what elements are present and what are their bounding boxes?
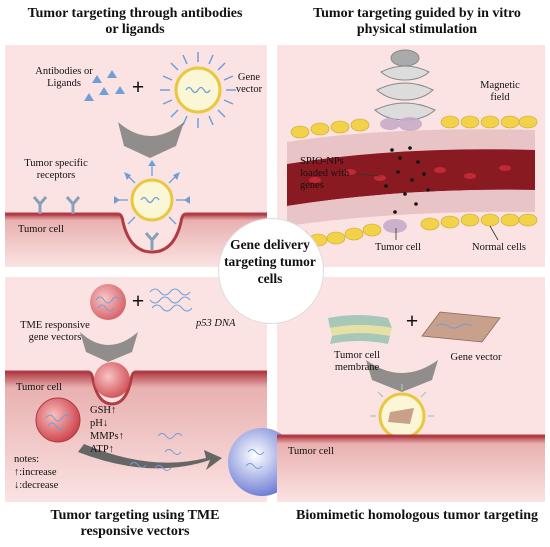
bl-endocytosed-vector-icon <box>94 362 130 398</box>
label-tumor-cell-bl: Tumor cell <box>16 382 62 393</box>
bl-release-arrow-icon <box>78 444 222 470</box>
br-gene-vector-icon <box>421 311 501 343</box>
label-spio: SPIO-NPs loaded with genes <box>300 156 350 191</box>
label-tumor-cell-br: Tumor cell <box>288 446 334 457</box>
label-p53-dna: p53 DNA <box>196 318 236 329</box>
bl-arrow-icon <box>80 332 138 362</box>
label-tme-vectors: TME responsive gene vectors <box>20 320 90 343</box>
bl-released-dna-icon <box>129 433 183 471</box>
label-antibodies: Antibodies or Ligands <box>35 66 93 89</box>
label-magnetic-field: Magnetic field <box>480 80 520 103</box>
label-gene-vector-tl: Gene vector <box>235 72 263 95</box>
bl-endosome-icon <box>35 397 81 443</box>
label-notes-decrease: ↓:decrease <box>14 480 59 491</box>
center-circle <box>218 218 324 324</box>
label-gene-vector-br: Gene vector <box>450 352 502 363</box>
title-top-right: Tumor targeting guided by in vitro physi… <box>313 6 521 37</box>
label-plus-tl: + <box>131 74 145 99</box>
tl-targeted-vector-icon <box>114 160 190 225</box>
tl-receptor-icons <box>32 196 160 250</box>
title-bottom-left: Tumor targeting using TME responsive vec… <box>50 508 220 539</box>
br-biomimetic-vector-icon <box>370 384 434 441</box>
bl-tme-vector-icon <box>90 284 126 320</box>
title-bottom-right: Biomimetic homologous tumor targeting <box>296 508 538 523</box>
tl-arrow-icon <box>118 122 184 158</box>
center-title: Gene delivery targeting tumor cells <box>224 237 316 286</box>
label-tumor-cell-tr: Tumor cell <box>375 242 421 253</box>
bl-p53-dna-icon <box>149 288 193 312</box>
label-tumor-cell-tl: Tumor cell <box>18 224 64 235</box>
br-arrow-icon <box>366 360 438 392</box>
label-normal-cells: Normal cells <box>472 242 526 253</box>
label-notes-title: notes: <box>14 454 40 465</box>
tl-ligands <box>84 70 125 101</box>
tr-magnet-icon <box>374 49 436 121</box>
br-tissue <box>277 436 545 502</box>
label-notes-increase: ↑:increase <box>14 467 57 478</box>
tl-tissue <box>5 214 267 267</box>
tl-gene-vector-icon <box>160 52 236 128</box>
br-membrane-icon <box>328 315 392 344</box>
label-receptors: Tumor specific receptors <box>24 158 88 181</box>
label-plus-bl: + <box>131 288 145 313</box>
label-plus-br: + <box>405 308 419 333</box>
title-top-left: Tumor targeting through antibodies or li… <box>27 6 243 37</box>
label-membrane: Tumor cell membrane <box>334 350 380 373</box>
label-stimuli: GSH↑ pH↓ MMPs↑ ATP↑ <box>90 405 124 455</box>
tr-tissue-vessel <box>287 115 538 247</box>
